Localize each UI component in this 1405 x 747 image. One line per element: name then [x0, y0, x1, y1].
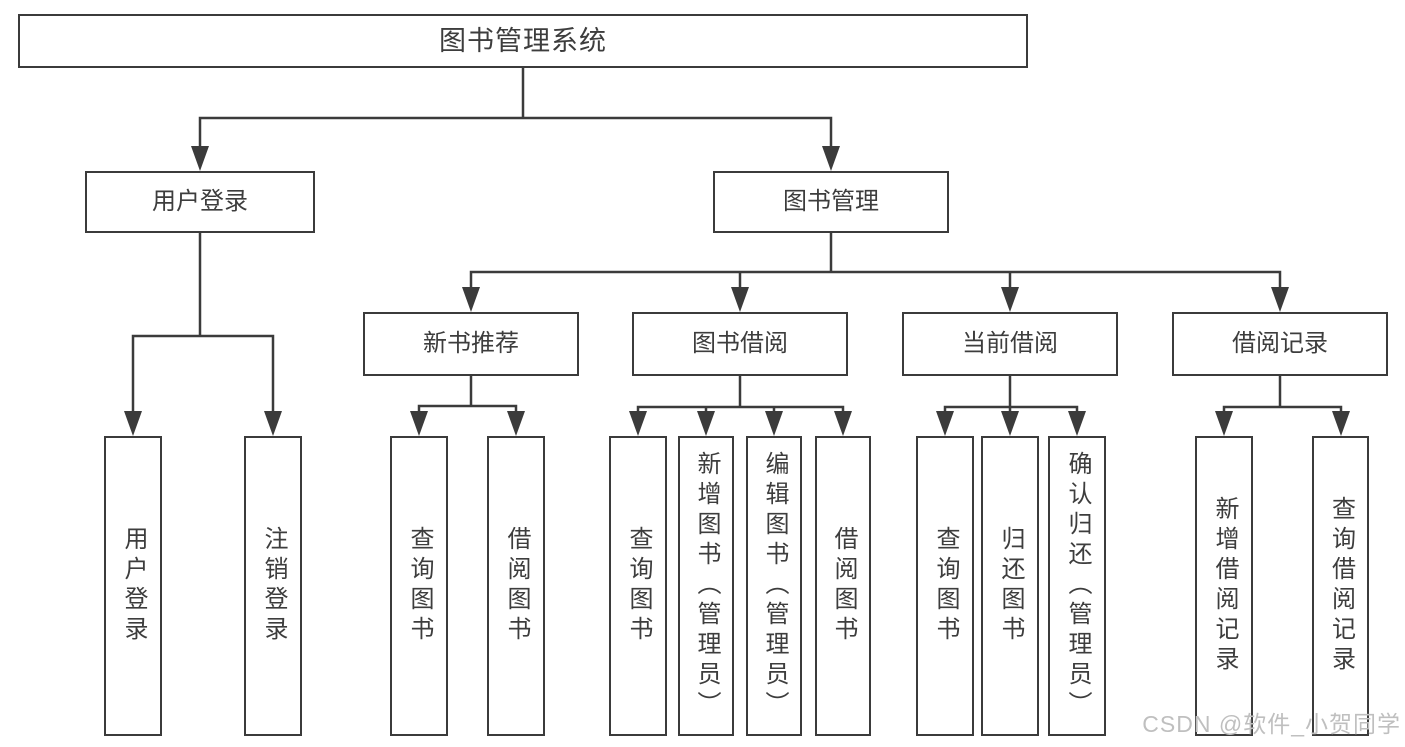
arrow-down-icon [1332, 411, 1350, 436]
arrow-down-icon [1001, 411, 1019, 436]
arrow-down-icon [1215, 411, 1233, 436]
node-label: 确认归还（管理员） [1064, 451, 1091, 721]
node-label: 图书借阅 [692, 329, 788, 357]
node-user-login: 用户登录 [85, 171, 315, 233]
leaf-user-login: 用户登录 [104, 436, 162, 736]
arrow-down-icon [124, 411, 142, 436]
node-label: 注销登录 [260, 526, 287, 646]
node-label: 用户登录 [152, 187, 248, 215]
node-label: 借阅记录 [1232, 329, 1328, 357]
connector-book-management-children [462, 231, 1289, 312]
arrow-down-icon [834, 411, 852, 436]
connector-current-borrow-children [936, 374, 1086, 436]
node-borrowing-records: 借阅记录 [1172, 312, 1388, 376]
connector-user-login-children [124, 231, 282, 436]
leaf-query-books-current: 查询图书 [916, 436, 974, 736]
leaf-logout: 注销登录 [244, 436, 302, 736]
node-label: 借阅图书 [830, 526, 857, 646]
leaf-query-borrow-record: 查询借阅记录 [1312, 436, 1369, 736]
node-label: 借阅图书 [503, 526, 530, 646]
arrow-down-icon [1001, 287, 1019, 312]
node-label: 图书管理系统 [439, 25, 607, 56]
node-label: 图书管理 [783, 187, 879, 215]
node-current-borrowing: 当前借阅 [902, 312, 1118, 376]
arrow-down-icon [191, 146, 209, 171]
csdn-watermark: CSDN @软件_小贺同学 [1142, 711, 1401, 737]
node-book-management: 图书管理 [713, 171, 949, 233]
node-label: 新增借阅记录 [1211, 496, 1238, 676]
leaf-confirm-return-admin: 确认归还（管理员） [1048, 436, 1106, 736]
leaf-borrow-books-recommend: 借阅图书 [487, 436, 545, 736]
node-library-management-system: 图书管理系统 [18, 14, 1028, 68]
leaf-query-books-recommend: 查询图书 [390, 436, 448, 736]
arrow-down-icon [765, 411, 783, 436]
arrow-down-icon [264, 411, 282, 436]
node-label: 新增图书（管理员） [693, 451, 720, 721]
connector-book-borrow-children [629, 374, 852, 436]
node-label: 查询借阅记录 [1327, 496, 1355, 676]
node-label: 编辑图书（管理员） [761, 451, 788, 721]
arrow-down-icon [1068, 411, 1086, 436]
connector-borrow-records-children [1215, 374, 1350, 436]
node-label: 查询图书 [406, 526, 433, 646]
arrow-down-icon [936, 411, 954, 436]
arrow-down-icon [462, 287, 480, 312]
connector-root-to-level2 [191, 66, 840, 171]
node-book-borrowing: 图书借阅 [632, 312, 848, 376]
arrow-down-icon [1271, 287, 1289, 312]
leaf-query-books-borrowing: 查询图书 [609, 436, 667, 736]
node-label: 用户登录 [120, 526, 147, 646]
arrow-down-icon [507, 411, 525, 436]
leaf-return-books: 归还图书 [981, 436, 1039, 736]
node-label: 归还图书 [997, 526, 1024, 646]
leaf-add-books-admin: 新增图书（管理员） [678, 436, 734, 736]
node-label: 当前借阅 [962, 329, 1058, 357]
node-label: 查询图书 [932, 526, 959, 646]
node-label: 查询图书 [625, 526, 652, 646]
arrow-down-icon [697, 411, 715, 436]
arrow-down-icon [731, 287, 749, 312]
connector-new-book-rec-children [410, 374, 525, 436]
arrow-down-icon [629, 411, 647, 436]
node-new-book-recommend: 新书推荐 [363, 312, 579, 376]
arrow-down-icon [410, 411, 428, 436]
leaf-add-borrow-record: 新增借阅记录 [1195, 436, 1253, 736]
node-label: 新书推荐 [423, 329, 519, 357]
leaf-borrow-books: 借阅图书 [815, 436, 871, 736]
arrow-down-icon [822, 146, 840, 171]
leaf-edit-books-admin: 编辑图书（管理员） [746, 436, 802, 736]
